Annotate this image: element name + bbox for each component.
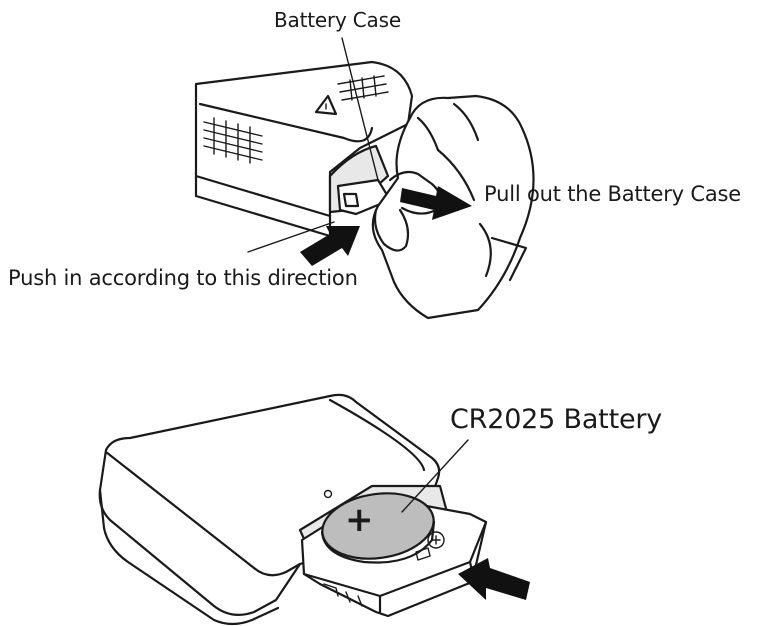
battery-pointer (401, 439, 469, 513)
battery-case-label: Battery Case (274, 8, 401, 32)
battery-positive-sign: + (345, 500, 374, 540)
push-in-label: Push in according to this direction (8, 266, 358, 290)
battery-case-pointer (341, 37, 379, 181)
arrow-down-right-icon (400, 186, 472, 220)
pull-out-label: Pull out the Battery Case (484, 182, 741, 206)
push-pointer (247, 221, 335, 253)
polarity-mark-icon (427, 531, 445, 549)
battery-type-label: CR2025 Battery (450, 404, 663, 435)
indicator-dot (323, 489, 333, 499)
arrow-left-icon (458, 558, 530, 600)
warning-triangle-icon (314, 94, 338, 116)
remote-top-illustration (194, 37, 535, 320)
arrow-up-right-icon (300, 226, 360, 266)
